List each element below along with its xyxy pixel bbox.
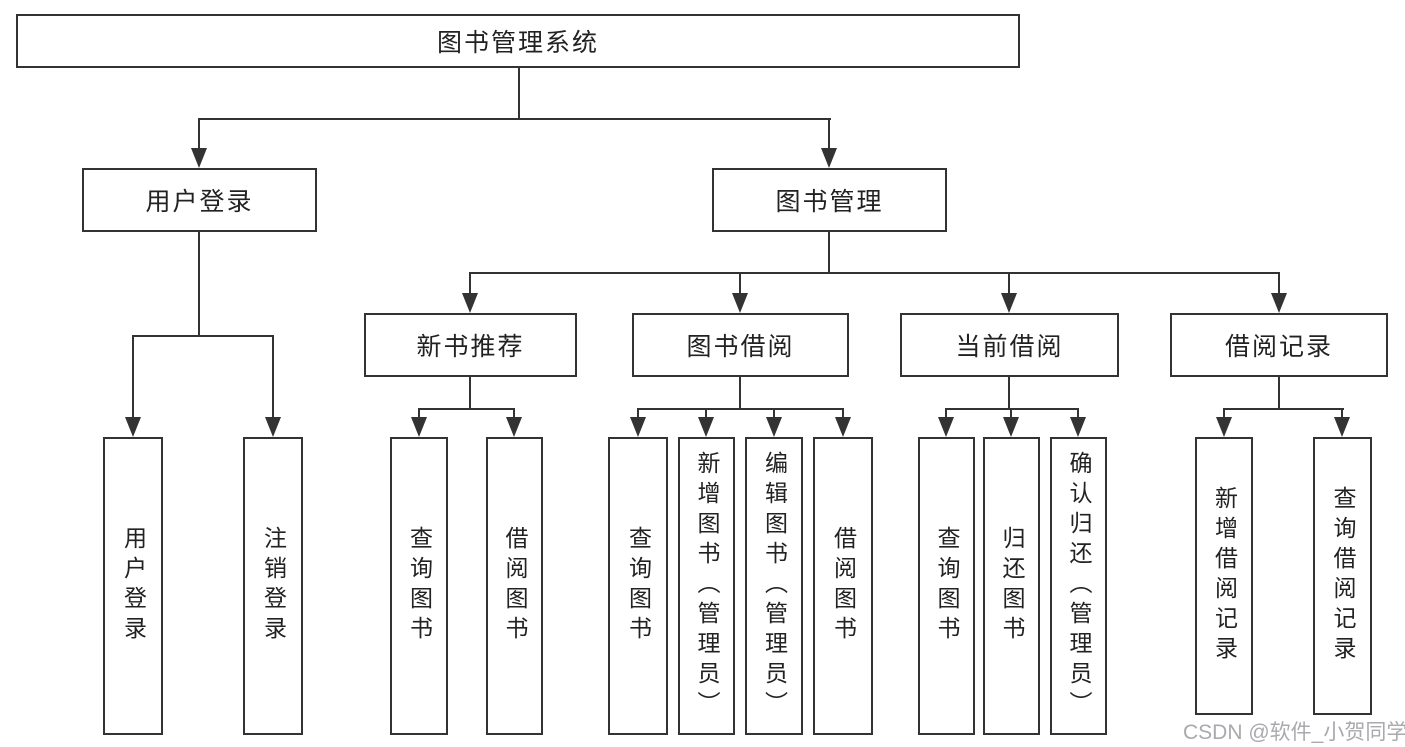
connector-stem <box>272 335 274 419</box>
connector-trunk <box>518 68 520 120</box>
node-new-book-recommend: 新书推荐 <box>364 313 577 377</box>
leaf-add-books-admin: 新增图书（管理员） <box>678 437 735 735</box>
arrow-down-icon <box>766 417 782 437</box>
arrow-down-icon <box>191 148 207 168</box>
connector-stem <box>1341 408 1343 419</box>
leaf-add-borrow-record: 新增借阅记录 <box>1195 437 1253 715</box>
leaf-borrow-books: 借阅图书 <box>813 437 873 735</box>
connector-stem <box>842 408 844 419</box>
arrow-down-icon <box>1070 417 1086 437</box>
connector-stem <box>1077 408 1079 419</box>
arrow-down-icon <box>835 417 851 437</box>
arrow-down-icon <box>1271 293 1287 313</box>
connector-trunk <box>198 232 200 335</box>
connector-stem <box>418 408 420 419</box>
connector-stem <box>705 408 707 419</box>
arrow-down-icon <box>1001 293 1017 313</box>
arrow-down-icon <box>938 417 954 437</box>
arrow-down-icon <box>1216 417 1232 437</box>
arrow-down-icon <box>125 417 141 437</box>
connector-bar <box>470 272 1280 274</box>
arrow-down-icon <box>411 417 427 437</box>
connector-stem <box>773 408 775 419</box>
leaf-user-login: 用户登录 <box>103 437 163 735</box>
arrow-down-icon <box>1334 417 1350 437</box>
connector-stem <box>945 408 947 419</box>
leaf-query-books-current: 查询图书 <box>918 437 975 735</box>
connector-trunk <box>1278 377 1280 408</box>
node-root: 图书管理系统 <box>16 14 1020 68</box>
connector-trunk <box>1008 377 1010 408</box>
node-book-borrow: 图书借阅 <box>632 313 849 377</box>
csdn-watermark: CSDN @软件_小贺同学 <box>1183 721 1405 744</box>
connector-stem <box>1223 408 1225 419</box>
connector-trunk <box>739 377 741 408</box>
arrow-down-icon <box>630 417 646 437</box>
connector-bar <box>637 408 844 410</box>
leaf-edit-books-admin: 编辑图书（管理员） <box>745 437 803 735</box>
leaf-query-borrow-record: 查询借阅记录 <box>1313 437 1372 715</box>
leaf-logout: 注销登录 <box>243 437 303 735</box>
node-current-borrow: 当前借阅 <box>900 313 1119 377</box>
connector-bar <box>132 335 274 337</box>
connector-stem <box>828 118 830 150</box>
arrow-down-icon <box>1003 417 1019 437</box>
arrow-down-icon <box>506 417 522 437</box>
connector-stem <box>1008 272 1010 295</box>
connector-bar <box>945 408 1079 410</box>
connector-trunk <box>469 377 471 408</box>
node-book-management: 图书管理 <box>712 168 947 232</box>
node-borrow-records: 借阅记录 <box>1170 313 1388 377</box>
connector-bar <box>198 118 831 120</box>
connector-bar <box>418 408 515 410</box>
leaf-return-books: 归还图书 <box>983 437 1040 735</box>
connector-bar <box>1223 408 1344 410</box>
node-user-login: 用户登录 <box>82 168 317 232</box>
connector-stem <box>1278 272 1280 295</box>
connector-stem <box>513 408 515 419</box>
arrow-down-icon <box>732 293 748 313</box>
arrow-down-icon <box>462 293 478 313</box>
arrow-down-icon <box>821 148 837 168</box>
connector-trunk <box>828 232 830 274</box>
leaf-query-books-borrow: 查询图书 <box>608 437 668 735</box>
connector-stem <box>637 408 639 419</box>
leaf-borrow-books-recommend: 借阅图书 <box>486 437 543 735</box>
connector-stem <box>739 272 741 295</box>
connector-stem <box>198 118 200 150</box>
arrow-down-icon <box>698 417 714 437</box>
leaf-query-books-recommend: 查询图书 <box>390 437 448 735</box>
arrow-down-icon <box>265 417 281 437</box>
connector-stem <box>1010 408 1012 419</box>
connector-stem <box>132 335 134 419</box>
connector-stem <box>469 272 471 295</box>
leaf-confirm-return-admin: 确认归还（管理员） <box>1050 437 1107 735</box>
